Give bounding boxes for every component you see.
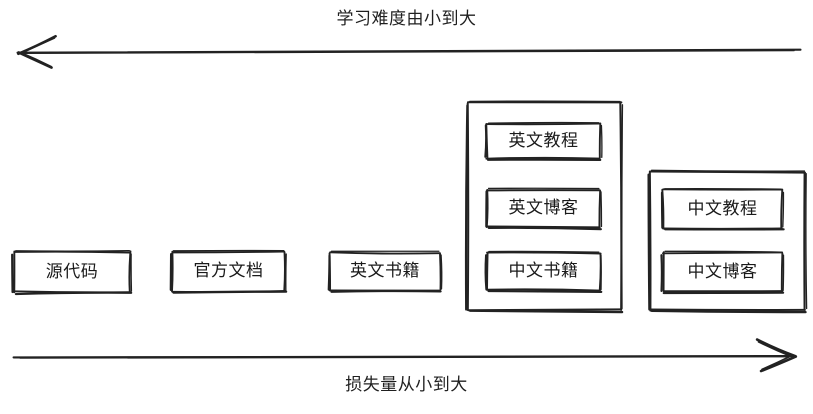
loss-axis-label: 损失量从小到大 [345, 375, 468, 395]
difficulty-axis-label: 学习难度由小到大 [336, 9, 477, 29]
node-box-chinese-tutorial [660, 187, 785, 231]
group-box-english-group [464, 100, 624, 314]
node-box-english-blog [485, 187, 603, 231]
loss-axis-arrow [12, 338, 798, 373]
difficulty-axis-arrow [16, 34, 802, 69]
node-box-chinese-blog [660, 250, 785, 295]
node-box-source-code [11, 249, 133, 296]
node-box-english-tutorial [484, 121, 603, 161]
node-box-official-docs [169, 249, 288, 294]
node-box-chinese-books [484, 250, 603, 293]
group-box-chinese-group [647, 169, 808, 314]
node-box-english-books [327, 250, 443, 293]
